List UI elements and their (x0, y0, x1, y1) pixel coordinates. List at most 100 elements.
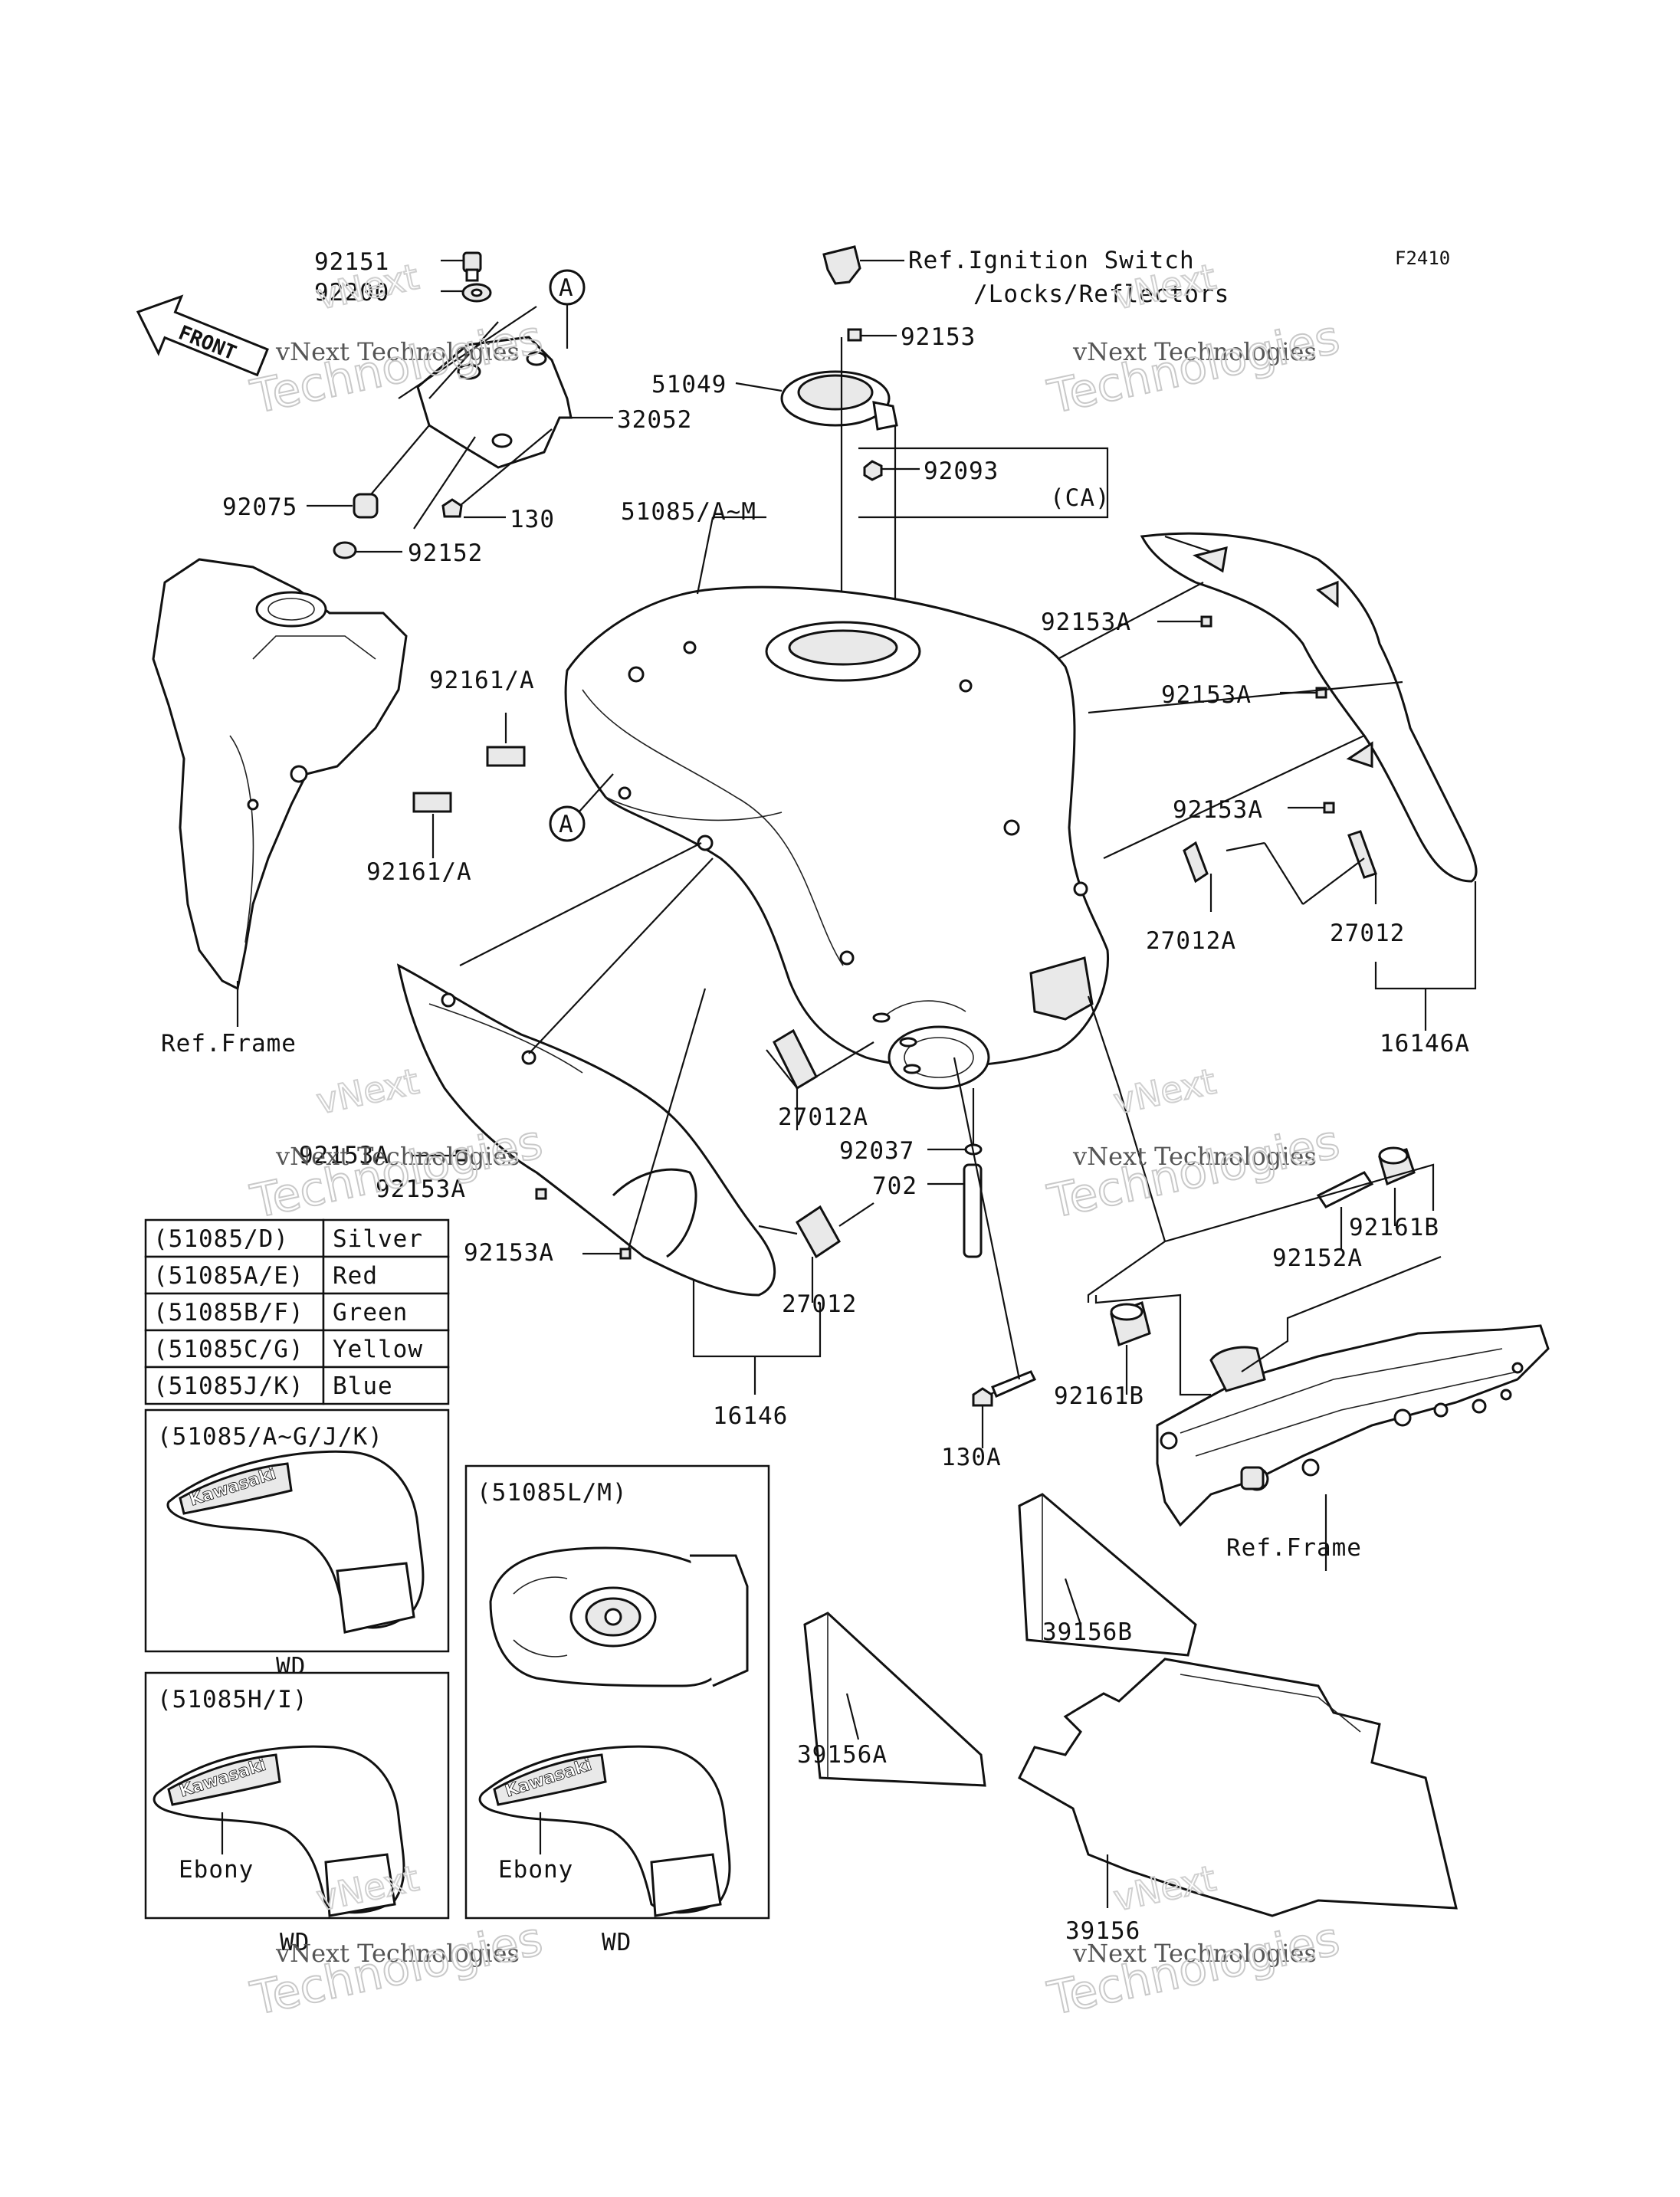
cover-left-16146 (396, 963, 776, 1297)
color-table-color: Blue (333, 1372, 393, 1400)
watermark-text: vNext Technologies (275, 1142, 520, 1171)
label-51049: 51049 (651, 371, 727, 398)
label-92153a-r3: 92153A (1173, 796, 1263, 824)
label-92153a-l3: 92153A (464, 1239, 554, 1267)
label-39156a: 39156A (797, 1741, 888, 1769)
label-39156b: 39156B (1042, 1618, 1133, 1646)
pad-39156b (1018, 1493, 1197, 1657)
label-92093: 92093 (924, 457, 999, 485)
cover-right-16146a (1140, 532, 1478, 883)
washer-92200 (441, 283, 492, 303)
watermark-text: vNext Technologies (275, 337, 520, 366)
screws-92153a-right (1057, 582, 1403, 859)
color-table-color-cell (322, 1255, 450, 1295)
watermark-text: vNext Technologies (1072, 1142, 1317, 1171)
inset-a-title: (51085/A~G/J/K) (157, 1423, 383, 1451)
emblem-27012-left (758, 1202, 874, 1303)
cushion-92161a-upper (486, 713, 526, 767)
label-92153a-l1: 92153A (299, 1142, 389, 1169)
label-130a: 130A (941, 1444, 1002, 1471)
watermark-outline: Technologies (1043, 1115, 1344, 1229)
pad-39156a (803, 1612, 986, 1787)
bolt-92151 (441, 251, 482, 282)
label-92161a-lower: 92161/A (366, 858, 472, 886)
color-table-code: (51085B/F) (153, 1299, 304, 1326)
inset-51085-ag: (51085/A~G/J/K) Kawasaki WD (144, 1408, 450, 1681)
color-table-color-cell (322, 1292, 450, 1332)
inset-d-note: Ebony (498, 1856, 573, 1884)
label-ref-frame-1: Ref.Frame (161, 1030, 297, 1058)
callout-a-top: A (549, 269, 586, 349)
callout-a-tank: A (549, 773, 614, 842)
emblem-27012a-right (1183, 841, 1212, 912)
label-92151: 92151 (314, 248, 389, 276)
inset-c-caption: WD (280, 1929, 310, 1956)
inset-b-title: (51085L/M) (477, 1479, 628, 1507)
screws-92153a-left (411, 842, 714, 1260)
watermark-outline: Technologies (246, 1115, 547, 1229)
color-table-color-cell (322, 1329, 450, 1369)
label-92037: 92037 (839, 1137, 914, 1165)
color-table-code-cell (144, 1366, 325, 1405)
color-table-code-cell (144, 1255, 325, 1295)
color-table-color: Red (333, 1262, 378, 1290)
watermark-outline: Technologies (1043, 310, 1344, 425)
label-130: 130 (510, 506, 555, 533)
label-27012-left: 27012 (782, 1290, 857, 1318)
color-table-code-cell (144, 1292, 325, 1332)
label-92153a-l2: 92153A (376, 1176, 466, 1203)
watermark-vnext: vNext (1110, 1061, 1219, 1123)
label-92200: 92200 (314, 279, 389, 307)
support-lines-rear (1087, 995, 1442, 1396)
label-702: 702 (872, 1172, 917, 1200)
label-92152a: 92152A (1272, 1244, 1363, 1272)
color-table-color-cell (322, 1218, 450, 1258)
bolt-130a (953, 1057, 1037, 1448)
watermark-text: vNext Technologies (1072, 337, 1317, 366)
bracket-16146 (692, 1280, 822, 1358)
watermark-text: vNext Technologies (275, 1939, 520, 1968)
callout-a-letter: A (559, 274, 574, 302)
ignition-cap-ref (822, 245, 904, 285)
oring-92037 (927, 1088, 983, 1156)
inset-c-title: (51085H/I) (157, 1686, 308, 1713)
screw-92153 (847, 328, 897, 342)
fuel-cap-51049 (735, 370, 898, 431)
label-92075: 92075 (222, 494, 297, 521)
label-27012-right: 27012 (1330, 920, 1405, 947)
color-table-color: Yellow (333, 1336, 423, 1363)
inset-51085-hi: (51085H/I) Kawasaki Ebony WD (144, 1671, 450, 1956)
figure-code: F2410 (1395, 248, 1450, 269)
callout-a-tank-letter: A (559, 811, 574, 838)
color-table-code-cell (144, 1329, 325, 1369)
inset-51085-lm: (51085L/M) Kawasaki Ebony WD (464, 1464, 770, 1956)
label-92161b-upper: 92161B (1349, 1214, 1439, 1241)
color-table-code: (51085A/E) (153, 1262, 304, 1290)
label-92161a-upper: 92161/A (429, 667, 535, 694)
label-51085: 51085/A~M (621, 498, 756, 526)
label-16146: 16146 (713, 1402, 788, 1430)
grommet-92075 (307, 493, 379, 519)
frame-rear (1156, 1324, 1550, 1571)
emblem-27012-right (1226, 830, 1377, 905)
label-ref-frame-2: Ref.Frame (1226, 1534, 1362, 1562)
fuel-tank-51085 (564, 516, 1110, 1090)
pad-39156 (1018, 1658, 1458, 1917)
washer-92152 (333, 541, 402, 559)
inset-b-caption: WD (602, 1929, 632, 1956)
label-32052: 32052 (617, 406, 692, 434)
pipe-702 (927, 1163, 983, 1258)
label-27012a-right: 27012A (1146, 927, 1236, 955)
label-ref-ignition-2: /Locks/Reflectors (973, 280, 1229, 308)
label-16146a: 16146A (1380, 1030, 1470, 1058)
inset-c-note: Ebony (179, 1856, 254, 1884)
label-ref-ignition-1: Ref.Ignition Switch (908, 247, 1195, 274)
color-table-color-cell (322, 1366, 450, 1405)
color-table-code: (51085C/G) (153, 1336, 304, 1363)
label-39156: 39156 (1065, 1917, 1140, 1945)
color-table-code: (51085/D) (153, 1225, 289, 1253)
cushion-92161b-lower (1110, 1301, 1151, 1395)
watermark-text: vNext Technologies (1072, 1939, 1317, 1968)
cushion-92161b-upper (1378, 1146, 1416, 1226)
